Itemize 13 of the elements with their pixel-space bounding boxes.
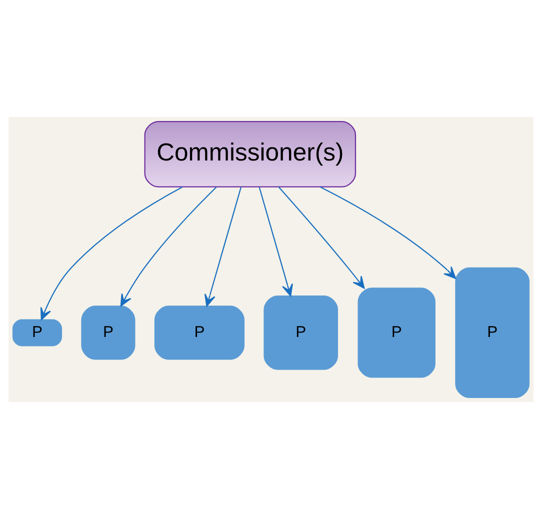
node-box: P — [154, 305, 245, 360]
arrow — [258, 186, 293, 296]
node-box: P — [12, 318, 62, 346]
node-box: P — [264, 295, 338, 370]
node-box: P — [358, 287, 436, 378]
arrow — [40, 186, 183, 320]
node-box: P — [455, 266, 530, 398]
arrow — [320, 186, 456, 278]
arrow — [278, 186, 365, 288]
arrow — [120, 186, 217, 306]
node-box: Commissioner(s) — [144, 120, 356, 187]
node-box: P — [81, 305, 136, 360]
arrow — [204, 186, 242, 306]
